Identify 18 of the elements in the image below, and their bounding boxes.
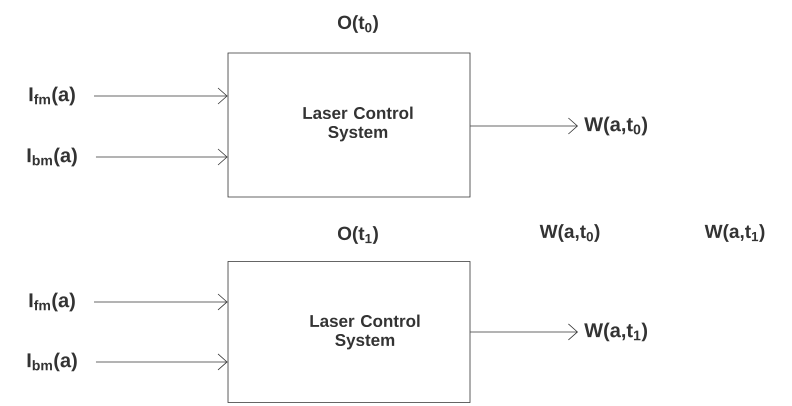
signal-label: I$_{fm}$(a) [30, 86, 75, 106]
arrow [94, 88, 228, 104]
output-label: W(a,t$_{1}$) [704, 224, 764, 242]
process-box: O(t$_{1}$) Laser Control System [228, 226, 470, 403]
signal-label: I$_{bm}$(a) [28, 148, 77, 166]
node-label: O(t$_{0}$) [338, 15, 378, 33]
arrow [96, 354, 228, 370]
arrow [470, 324, 578, 340]
signal-label: I$_{fm}$(a) [30, 292, 75, 312]
arrow [470, 118, 578, 134]
output-label: W(a,t$_{0}$) [540, 224, 600, 242]
signal-label: W(a,t$_{1}$) [584, 322, 648, 342]
node-label: O(t$_{1}$) [338, 226, 378, 244]
process-box: O(t$_{0}$) Laser Control System [228, 15, 470, 198]
signal-label: W(a,t$_{0}$) [584, 116, 648, 136]
signal-label: I$_{bm}$(a) [28, 352, 77, 372]
arrow [96, 148, 228, 166]
arrow [94, 294, 228, 310]
